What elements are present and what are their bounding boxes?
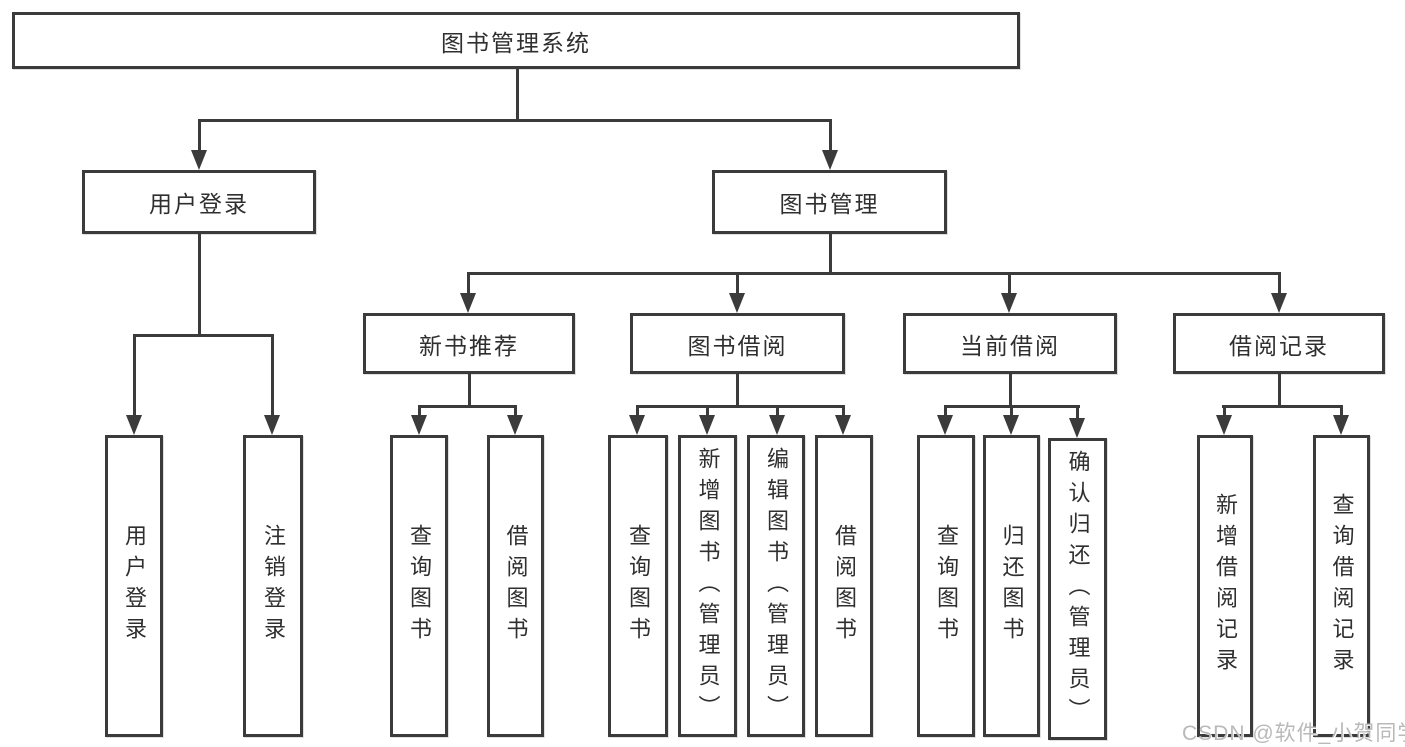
node-current-borrow: 当前借阅 [903, 313, 1117, 374]
leaf-cb-query-books: 查询图书 [917, 435, 975, 737]
leaf-nbr-borrow-books-label: 借阅图书 [503, 524, 529, 648]
leaf-br-query-record-label: 查询借阅记录 [1329, 493, 1355, 679]
leaf-bb-borrow-books: 借阅图书 [815, 435, 873, 737]
leaf-logout-label: 注销登录 [261, 524, 286, 648]
arrow-shaft [944, 405, 947, 419]
node-root-label: 图书管理系统 [441, 29, 591, 56]
connector-hline [1222, 405, 1342, 408]
arrow-shaft [1076, 405, 1079, 422]
leaf-bb-query-books: 查询图书 [608, 435, 668, 737]
arrow-shaft [418, 405, 421, 419]
connector-hline [467, 272, 1281, 275]
connector-vline [516, 66, 519, 122]
node-book-borrow-label: 图书借阅 [687, 332, 788, 359]
arrow-shaft [198, 119, 201, 154]
arrowhead-down-icon [937, 415, 953, 435]
connector-vline [1009, 374, 1012, 408]
node-new-book-recommend: 新书推荐 [363, 313, 575, 374]
node-new-book-recommend-label: 新书推荐 [419, 332, 519, 359]
connector-vline [1278, 374, 1281, 408]
leaf-logout: 注销登录 [243, 435, 303, 737]
leaf-cb-return-books: 归还图书 [983, 435, 1040, 737]
arrowhead-down-icon [1069, 418, 1085, 438]
leaf-bb-add-books-admin: 新增图书（管理员） [678, 435, 737, 737]
connector-vline [468, 374, 471, 408]
arrowhead-down-icon [1333, 415, 1349, 435]
leaf-bb-edit-books-admin: 编辑图书（管理员） [747, 435, 805, 737]
leaf-cb-confirm-return-admin: 确认归还（管理员） [1048, 438, 1107, 740]
arrow-shaft [467, 272, 470, 297]
arrowhead-down-icon [507, 415, 523, 435]
leaf-bb-edit-books-admin-label: 编辑图书（管理员） [764, 446, 789, 726]
arrowhead-down-icon [126, 415, 142, 435]
leaf-nbr-borrow-books: 借阅图书 [487, 435, 544, 737]
arrowhead-down-icon [411, 415, 427, 435]
connector-vline [198, 234, 201, 337]
connector-vline [829, 234, 832, 275]
node-borrow-records-label: 借阅记录 [1229, 332, 1329, 359]
leaf-br-query-record: 查询借阅记录 [1313, 435, 1370, 737]
arrowhead-down-icon [729, 293, 745, 313]
arrow-shaft [636, 405, 639, 419]
arrowhead-down-icon [769, 415, 785, 435]
arrow-shaft [133, 334, 136, 419]
leaf-bb-borrow-books-label: 借阅图书 [832, 524, 857, 648]
leaf-cb-return-books-label: 归还图书 [999, 524, 1025, 648]
arrowhead-down-icon [264, 415, 280, 435]
arrow-shaft [829, 119, 832, 154]
arrowhead-down-icon [822, 150, 838, 170]
arrowhead-down-icon [835, 415, 851, 435]
leaf-nbr-query-books-label: 查询图书 [407, 524, 432, 648]
arrowhead-down-icon [1271, 293, 1287, 313]
connector-hline [198, 119, 832, 122]
leaf-br-add-record-label: 新增借阅记录 [1213, 493, 1238, 679]
arrow-shaft [842, 405, 845, 419]
leaf-nbr-query-books: 查询图书 [390, 435, 448, 737]
arrowhead-down-icon [191, 150, 207, 170]
arrow-shaft [776, 405, 779, 419]
arrow-shaft [514, 405, 517, 419]
arrow-shaft [271, 334, 274, 419]
connector-hline [418, 405, 517, 408]
connector-hline [636, 405, 845, 408]
node-user-login: 用户登录 [82, 170, 316, 234]
arrowhead-down-icon [1216, 415, 1232, 435]
arrow-shaft [1008, 272, 1011, 297]
csdn-watermark: CSDN @软件_小贺同学 [1182, 722, 1405, 745]
arrowhead-down-icon [1003, 415, 1019, 435]
arrowhead-down-icon [629, 415, 645, 435]
node-book-management: 图书管理 [712, 170, 947, 234]
node-book-borrow: 图书借阅 [630, 313, 845, 374]
leaf-bb-add-books-admin-label: 新增图书（管理员） [695, 446, 721, 726]
node-user-login-label: 用户登录 [149, 191, 249, 217]
arrow-shaft [1278, 272, 1281, 297]
leaf-cb-confirm-return-admin-label: 确认归还（管理员） [1065, 449, 1091, 729]
leaf-cb-query-books-label: 查询图书 [934, 524, 959, 648]
leaf-bb-query-books-label: 查询图书 [626, 524, 651, 648]
arrow-shaft [1340, 405, 1343, 419]
arrowhead-down-icon [1001, 293, 1017, 313]
leaf-br-add-record: 新增借阅记录 [1197, 435, 1253, 737]
node-borrow-records: 借阅记录 [1173, 313, 1385, 374]
arrow-shaft [1010, 405, 1013, 419]
leaf-user-login: 用户登录 [105, 435, 163, 737]
node-root: 图书管理系统 [12, 12, 1020, 69]
arrowhead-down-icon [699, 415, 715, 435]
arrowhead-down-icon [460, 293, 476, 313]
connector-hline [133, 334, 274, 337]
node-current-borrow-label: 当前借阅 [960, 332, 1060, 359]
connector-vline [736, 374, 739, 408]
leaf-user-login-label: 用户登录 [122, 524, 147, 648]
arrow-shaft [1223, 405, 1226, 419]
node-book-management-label: 图书管理 [779, 191, 880, 217]
arrow-shaft [736, 272, 739, 297]
arrow-shaft [706, 405, 709, 419]
